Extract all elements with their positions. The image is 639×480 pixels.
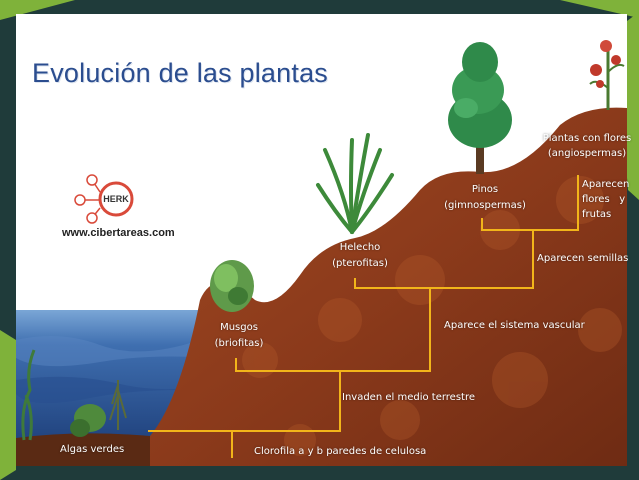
moss-rock-icon <box>210 260 254 312</box>
label-medio-terrestre: Invaden el medio terrestre <box>342 392 476 403</box>
label-algas-verdes: Algas verdes <box>60 444 125 455</box>
seaweed-icon <box>21 349 36 441</box>
label-pinos: Pinos (gimnospermas) <box>443 184 527 212</box>
label-flores-line3: frutas <box>582 209 612 220</box>
fern-icon <box>316 133 394 234</box>
label-plantas-name: Plantas con flores <box>542 133 632 144</box>
logo-text: HERK <box>103 194 129 204</box>
label-musgos-name: Musgos <box>220 322 258 333</box>
label-musgos-group: (briofitas) <box>214 338 264 349</box>
label-flores-line1: Aparecen <box>582 179 630 190</box>
website-url: www.cibertareas.com <box>62 227 175 239</box>
label-helecho-name: Helecho <box>339 242 381 253</box>
page-title: Evolución de las plantas <box>32 58 328 88</box>
logo-icon: HERK <box>74 174 134 224</box>
label-flores-line2: flores y <box>582 194 626 205</box>
label-plantas-group: (angiospermas) <box>547 148 627 159</box>
bush-icon <box>70 380 127 437</box>
label-sistema-vascular: Aparece el sistema vascular <box>444 320 585 331</box>
label-helecho-group: (pterofitas) <box>332 258 388 269</box>
pine-tree-icon <box>448 42 512 174</box>
sea-floor <box>16 433 150 466</box>
label-plantas-con-flores: Plantas con flores (angiospermas) <box>538 133 636 160</box>
label-pinos-group: (gimnospermas) <box>444 200 526 211</box>
label-flores-frutas: Aparecen flores y frutas <box>582 177 629 222</box>
label-semillas: Aparecen semillas <box>537 253 629 264</box>
label-helecho: Helecho (pterofitas) <box>332 242 388 270</box>
flower-plant-icon <box>589 40 625 110</box>
label-pinos-name: Pinos <box>471 184 499 195</box>
label-clorofila: Clorofila a y b paredes de celulosa <box>254 446 427 457</box>
label-musgos: Musgos (briofitas) <box>214 322 264 350</box>
timeline-connectors <box>148 175 579 458</box>
